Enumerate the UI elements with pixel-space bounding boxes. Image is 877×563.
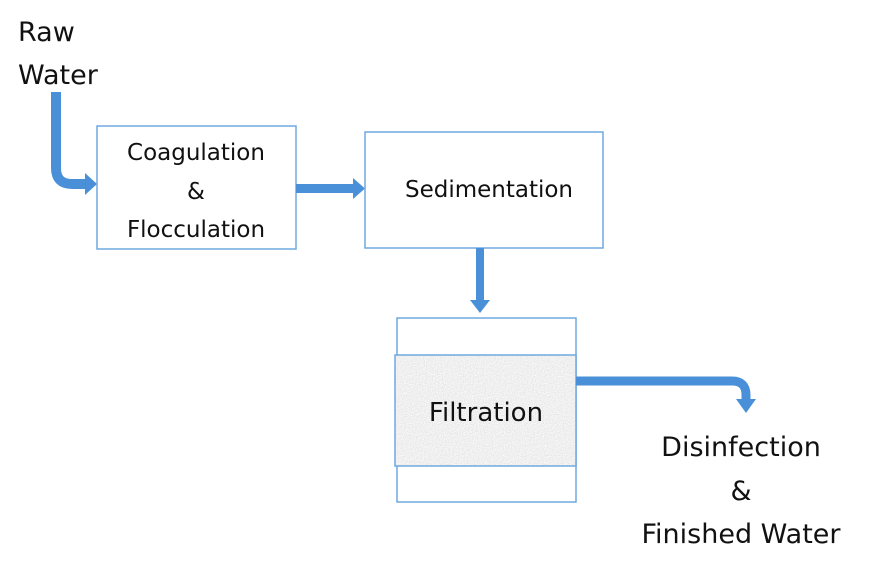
filtration-label: Filtration [429, 398, 543, 428]
raw-water-label-line1: Raw [18, 17, 75, 48]
filtration-box: Filtration [394, 317, 577, 503]
filter-media [395, 355, 576, 466]
raw-water-label-line2: Water [18, 60, 99, 91]
output-ampersand-label: & [730, 476, 751, 507]
disinfection-label: Disinfection [661, 432, 821, 463]
arrow-raw-to-coagulation [51, 92, 97, 195]
sedimentation-label: Sedimentation [405, 177, 573, 203]
sedimentation-box: Sedimentation [364, 131, 604, 249]
finished-water-label: Finished Water [641, 519, 841, 550]
arrow-filtration-to-disinfection [576, 376, 756, 413]
arrow-sedimentation-to-filtration [470, 248, 490, 313]
flocculation-label: Flocculation [127, 217, 265, 243]
arrow-coagulation-to-sedimentation [296, 178, 365, 199]
coagulation-flocculation-box: Coagulation & Flocculation [96, 125, 297, 250]
coagulation-label: Coagulation [127, 140, 265, 166]
ampersand-label: & [187, 179, 205, 205]
